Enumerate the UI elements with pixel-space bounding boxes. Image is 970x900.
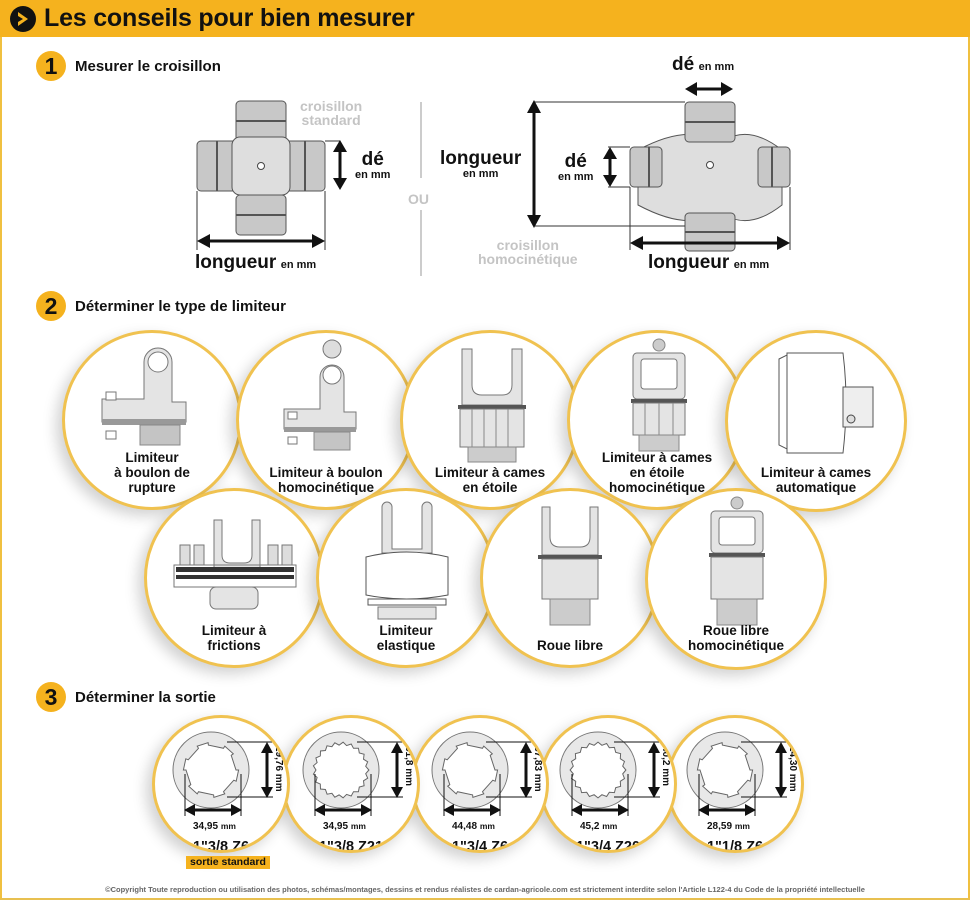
homokinetic-length-label: longueur en mm: [648, 252, 770, 273]
output-option-card[interactable]: 34,95 mm 31,8 mm 1"3/8 Z21: [282, 715, 420, 853]
separator-line-bottom: [420, 210, 422, 276]
step-2-heading: 2 Déterminer le type de limiteur: [36, 291, 286, 321]
step-1-heading: 1 Mesurer le croisillon: [36, 51, 221, 81]
friction-limiter-icon: [173, 519, 297, 610]
spline-profile-icon: [559, 731, 660, 816]
separator-line-top: [420, 102, 422, 178]
step-3-heading: 3 Déterminer la sortie: [36, 682, 216, 712]
freewheel-cv-icon: [709, 496, 765, 626]
copyright-notice: ©Copyright Toute reproduction ou utilisa…: [105, 885, 865, 894]
height-dimension: 37,83 mm: [532, 746, 543, 792]
output-name: 1"3/4 Z20: [575, 839, 641, 853]
homokinetic-cross-name: croisillon homocinétique: [478, 237, 578, 267]
homokinetic-side-de-label: dé en mm: [558, 151, 594, 183]
cross-body-icon: [629, 101, 791, 252]
step-title: Mesurer le croisillon: [75, 57, 221, 75]
spline-profile-icon: [302, 731, 403, 816]
standard-cross-name: croisillon standard: [300, 98, 363, 128]
auto-cam-limiter-icon: [778, 352, 874, 454]
output-option-card[interactable]: 28,59 mm 24,30 mm 1"1/8 Z6: [666, 715, 804, 853]
side-de-arrow-icon: [603, 147, 617, 187]
top-de-arrow-icon: [685, 82, 733, 96]
step-title: Déterminer le type de limiteur: [75, 297, 286, 315]
output-option-card[interactable]: 45,2 mm 40,2 mm 1"3/4 Z20: [539, 715, 677, 853]
height-dimension: 31,8 mm: [403, 746, 414, 787]
width-dimension: 34,95 mm: [193, 821, 236, 832]
height-dimension: 24,30 mm: [787, 746, 798, 792]
star-cam-limiter-icon: [458, 348, 526, 463]
spline-profile-icon: [686, 731, 787, 816]
elastic-limiter-icon: [365, 501, 449, 620]
standard-de-label: dé en mm: [355, 149, 391, 181]
shear-bolt-limiter-icon: [101, 347, 187, 446]
star-cam-cv-limiter-icon: [631, 338, 687, 452]
output-name: 1"1/8 Z6: [706, 839, 764, 853]
output-name: 1"3/8 Z6: [192, 839, 250, 853]
output-option-card[interactable]: 34,95 mm 29,76 mm 1"3/8 Z6: [152, 715, 290, 853]
or-separator: OU: [408, 191, 429, 207]
output-option-card[interactable]: 44,48 mm 37,83 mm 1"3/4 Z6: [411, 715, 549, 853]
standard-output-badge: sortie standard: [186, 856, 270, 869]
page-title: Les conseils pour bien mesurer: [44, 4, 415, 32]
step-number-badge: 3: [36, 682, 66, 712]
output-name: 1"3/8 Z21: [318, 839, 384, 853]
width-dimension: 28,59 mm: [707, 821, 750, 832]
step-title: Déterminer la sortie: [75, 688, 216, 706]
spline-profile-icon: [172, 731, 273, 816]
page-header: Les conseils pour bien mesurer: [0, 0, 970, 37]
homokinetic-height-label: longueur en mm: [440, 148, 522, 180]
step-number-badge: 1: [36, 51, 66, 81]
de-arrow-icon: [333, 140, 347, 190]
limiter-option-card[interactable]: Roue libre: [480, 488, 660, 668]
height-dimension: 29,76 mm: [273, 746, 284, 792]
width-dimension: 44,48 mm: [452, 821, 495, 832]
step-number-badge: 2: [36, 291, 66, 321]
homokinetic-top-de-label: dé en mm: [672, 54, 735, 75]
cross-body-icon: [196, 100, 326, 236]
height-dimension: 40,2 mm: [660, 746, 671, 787]
width-dimension: 34,95 mm: [323, 821, 366, 832]
homokinetic-cross-diagram: [527, 100, 791, 252]
standard-cross-diagram: [196, 100, 340, 250]
arrow-right-circle-icon: [10, 5, 36, 32]
output-name: 1"3/4 Z6: [451, 839, 509, 853]
limiter-label: Roue libre: [536, 638, 603, 653]
shear-bolt-cv-limiter-icon: [283, 339, 357, 451]
freewheel-icon: [538, 506, 602, 626]
standard-length-label: longueur en mm: [195, 252, 317, 273]
spline-profile-icon: [431, 731, 532, 816]
width-dimension: 45,2 mm: [580, 821, 618, 832]
